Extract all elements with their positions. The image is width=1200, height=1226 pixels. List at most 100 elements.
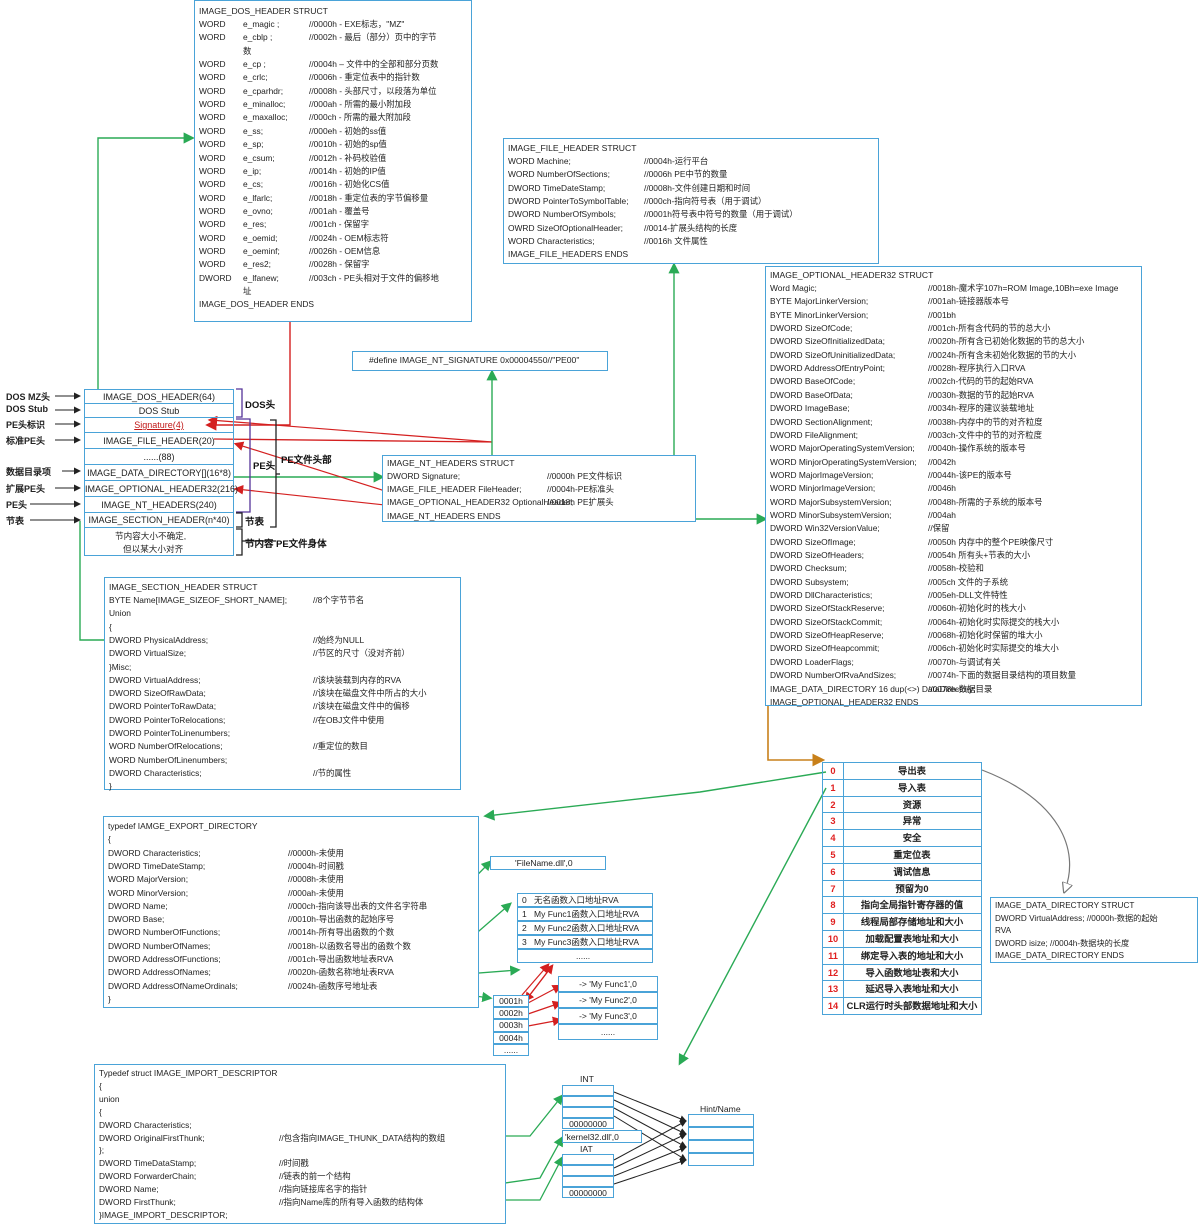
struct-field: DWORD PointerToSymbolTable;: [508, 195, 629, 206]
struct-field: WORD: [199, 152, 226, 163]
arrow-red-filehdr: [213, 438, 493, 443]
struct-field: //0008h - 头部尺寸，以段落为单位: [309, 85, 437, 96]
struct-field: DWORD SizeOfStackReserve;: [770, 603, 885, 614]
struct-field: 址: [243, 286, 252, 296]
struct-field: WORD MajorVersion;: [108, 874, 189, 885]
data-directory-name: 导入函数地址表和大小: [865, 967, 959, 978]
struct-field: //0028h-程序执行入口RVA: [928, 363, 1026, 374]
struct-field: WORD: [199, 99, 226, 110]
eat-index: 0: [522, 895, 527, 905]
struct-field: DWORD FileAlignment;: [770, 429, 858, 440]
struct-field: DWORD TimeDateStamp;: [508, 182, 606, 193]
struct-field: //0018h PE扩展头: [547, 497, 614, 508]
struct-field: //0004h-PE标准头: [547, 484, 615, 495]
struct-field: //0030h-数据的节的起始RVA: [928, 389, 1034, 400]
struct-field: BYTE MajorLinkerVersion;: [770, 296, 869, 307]
struct-field: //0042h: [928, 456, 956, 467]
name-table-row: ......: [558, 1024, 658, 1040]
struct-field: IMAGE_DATA_DIRECTORY STRUCT: [995, 901, 1135, 910]
data-directory-name: 异常: [902, 816, 922, 827]
pe-layout-row: IMAGE_OPTIONAL_HEADER32(216): [85, 481, 238, 497]
struct-field: WORD NumberOfSections;: [508, 169, 610, 180]
struct-field: e_cblp ;: [243, 32, 273, 43]
pe-layout-row: IMAGE_DOS_HEADER(64): [85, 390, 233, 404]
struct-field: //重定位的数目: [313, 741, 368, 752]
brace-label-pe-file-header: PE文件头部: [281, 455, 332, 466]
struct-field: WORD: [199, 165, 226, 176]
struct-field: IMAGE_DATA_DIRECTORY 16 dup(<>) DataDire…: [770, 683, 976, 694]
struct-field: //0074h-下面的数据目录结构的项目数量: [928, 670, 1076, 681]
data-directory-name: 线程局部存储地址和大小: [860, 917, 964, 928]
struct-field: //链表的前一个结构: [279, 1171, 351, 1182]
struct-field: e_crlc;: [243, 72, 268, 83]
arrow-section-to-struct: [79, 521, 104, 641]
optional-header-struct: IMAGE_OPTIONAL_HEADER32 STRUCT Word Magi…: [765, 266, 1142, 707]
struct-field: //该块在磁盘文件中的偏移: [313, 701, 410, 712]
struct-field: WORD: [199, 85, 226, 96]
struct-field: DWORD NumberOfSymbols;: [508, 209, 616, 220]
struct-field: DWORD NumberOfNames;: [108, 940, 211, 951]
struct-field: //节区的尺寸（没对齐前）: [313, 648, 410, 659]
data-directory-name: 导入表: [898, 782, 926, 793]
pe-layout-row: IMAGE_DATA_DIRECTORY[](16*8): [85, 465, 233, 481]
struct-field: //0034h-程序的建议装载地址: [928, 403, 1035, 414]
file-header-title: IMAGE_FILE_HEADER STRUCT: [508, 143, 637, 153]
dll-name-box: 'kernel32.dll',0: [562, 1130, 642, 1143]
struct-field: e_magic ;: [243, 19, 280, 29]
struct-field: //0008h-未使用: [288, 874, 344, 885]
struct-field: DWORD Checksum;: [770, 563, 847, 574]
eat-entry: My Func1函数入口地址RVA: [534, 909, 640, 919]
struct-field: e_sp;: [243, 139, 264, 150]
struct-field: DWORD OriginalFirstThunk;: [99, 1132, 205, 1143]
struct-field: }Misc;: [109, 661, 132, 672]
optional-header-title: IMAGE_OPTIONAL_HEADER32 STRUCT: [770, 270, 934, 280]
thunk-lines: [613, 1091, 687, 1185]
struct-field: //000eh - 初始的ss值: [309, 125, 387, 136]
struct-field: //004ah: [928, 509, 956, 520]
struct-field: {: [99, 1106, 102, 1117]
struct-field: DWORD TimeDataStamp;: [99, 1158, 197, 1169]
data-directory-name: 导出表: [898, 766, 926, 776]
struct-field: //包含指向IMAGE_THUNK_DATA结构的数组: [279, 1132, 446, 1143]
section-header-struct: IMAGE_SECTION_HEADER STRUCT BYTE Name[IM…: [104, 577, 461, 791]
dos-header-title: IMAGE_DOS_HEADER STRUCT: [199, 6, 328, 16]
struct-field: //0010h-导出函数的起始序号: [288, 914, 395, 925]
data-directory-name: 加载配置表地址和大小: [865, 934, 959, 944]
struct-field: //0054h 所有头+节表的大小: [928, 550, 1031, 560]
struct-field: //002ch-代码的节的起始RVA: [928, 376, 1034, 387]
struct-field: //005ch 文件的子系统: [928, 576, 1009, 587]
struct-field: DWORD BaseOfData;: [770, 389, 853, 400]
hint-name-slot: [688, 1127, 754, 1140]
arrow-ntopt-to-layout: [233, 484, 386, 506]
struct-field: //000ah-未使用: [288, 887, 344, 898]
ordinal-row: 0002h: [493, 1007, 529, 1020]
struct-field: //0018h - 重定位表的字节偏移量: [309, 192, 429, 203]
struct-field: WORD NumberOfLinenumbers;: [109, 754, 228, 765]
struct-field: //000ch-指向该导出表的文件名字符串: [288, 900, 428, 911]
struct-field: WORD: [199, 125, 226, 136]
struct-field: DWORD SizeOfInitializedData;: [770, 336, 885, 347]
section-content-line1: 节内容大小不确定,: [115, 531, 187, 541]
data-directory-index: 0: [823, 763, 844, 779]
data-directory-index: 10: [823, 931, 844, 947]
struct-field: //0016h 文件属性: [644, 235, 708, 246]
struct-field: {: [99, 1080, 102, 1091]
struct-field: WORD: [199, 59, 226, 70]
struct-field: Union: [109, 608, 131, 619]
export-name-table: -> 'My Func1',0-> 'My Func2',0-> 'My Fun…: [558, 976, 658, 1040]
data-directory-row: 10 加载配置表地址和大小: [823, 931, 981, 948]
struct-field: IMAGE_DOS_HEADER ENDS: [199, 299, 314, 310]
struct-field: //001ch - 保留字: [309, 219, 370, 230]
struct-field: //0008h-文件创建日期和时间: [644, 182, 751, 193]
data-directory-name: CLR运行时头部数据地址和大小: [846, 1001, 978, 1012]
struct-field: //0010h - 初始的sp值: [309, 139, 387, 150]
eat-entry: 无名函数入口地址RVA: [534, 895, 619, 905]
struct-field: DWORD PointerToRawData;: [109, 701, 217, 712]
struct-field: e_cparhdr;: [243, 85, 284, 96]
